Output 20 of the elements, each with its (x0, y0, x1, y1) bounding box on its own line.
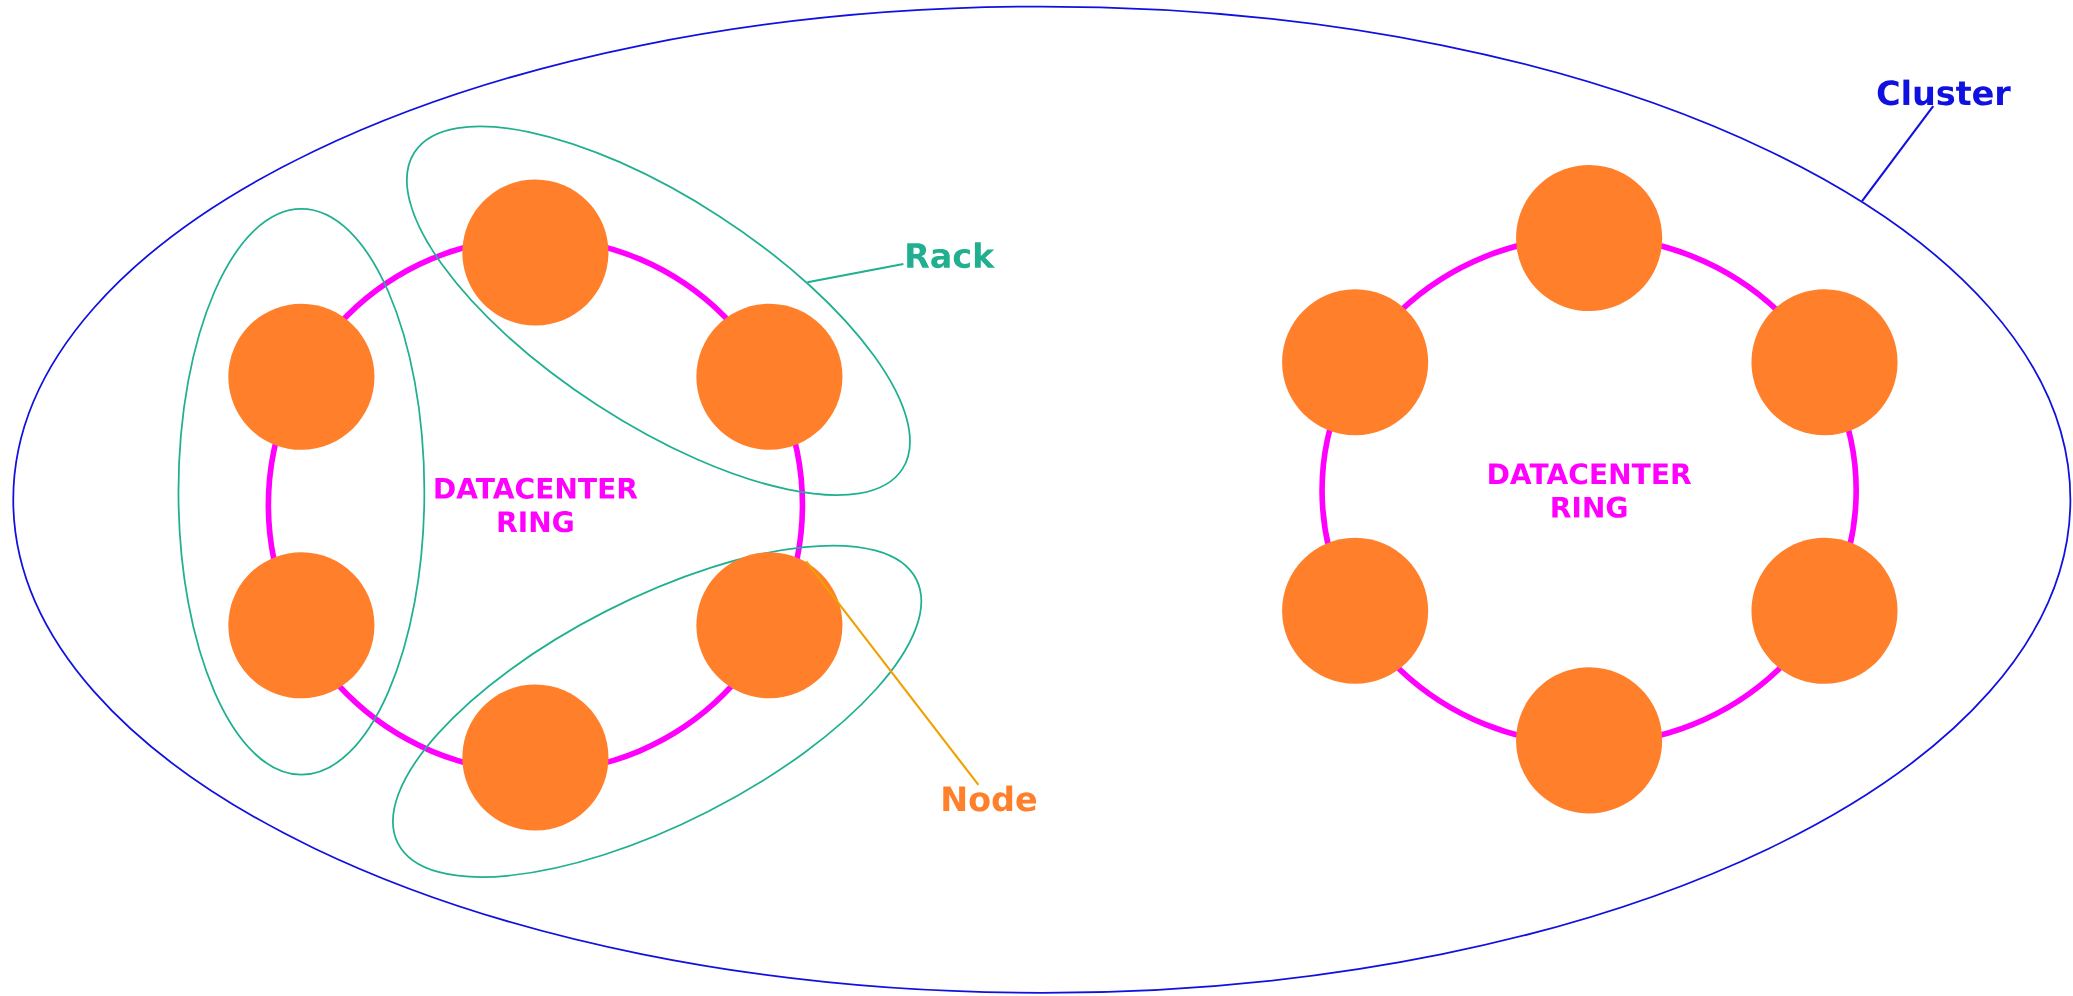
leader-line (807, 263, 904, 284)
node-circle (228, 304, 375, 451)
node-circle (1282, 538, 1429, 685)
node-circle (1751, 289, 1898, 436)
node-circle (696, 304, 843, 451)
cluster-ellipse (12, 5, 2072, 994)
node-circle (1516, 667, 1663, 814)
node-circle (1516, 165, 1663, 312)
node-circle (462, 179, 609, 326)
leader-line (1861, 105, 1935, 203)
node-circle (462, 684, 609, 831)
node-circle (1751, 538, 1898, 685)
node-circle (228, 552, 375, 699)
cluster-label: Cluster (1877, 79, 2011, 106)
node-circle (1282, 289, 1429, 436)
rack-label: Rack (907, 242, 995, 269)
node-circle (696, 552, 843, 699)
leader-line (805, 561, 980, 786)
rack-ellipse (177, 208, 426, 776)
node-label: Node (943, 785, 1037, 812)
